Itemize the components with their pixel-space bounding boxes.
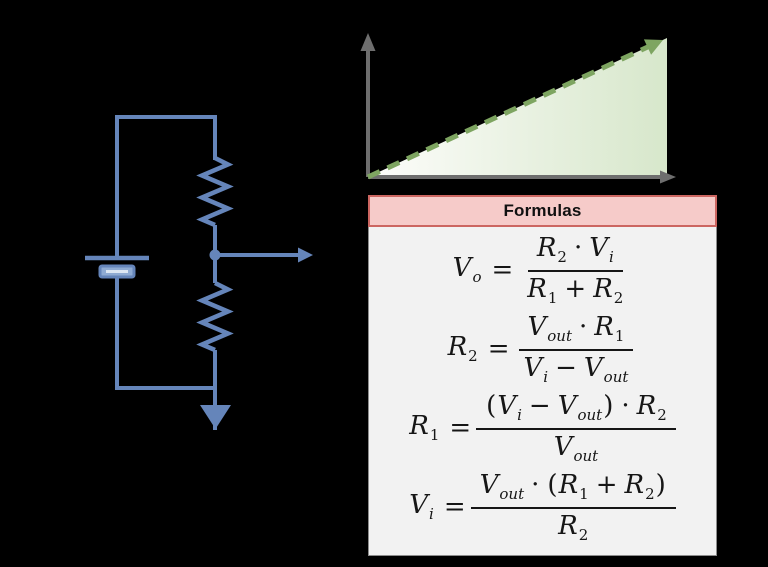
math-variable: V (497, 390, 517, 421)
math-operator: · (621, 390, 630, 421)
math-subscript: 2 (557, 247, 567, 266)
math-subscript: 1 (547, 288, 558, 307)
fraction-denominator: Vi−Vout (515, 351, 638, 386)
math-variable: V (527, 311, 547, 342)
math-variable: V (409, 490, 429, 521)
formula-lhs: Vo (452, 253, 482, 287)
math-subscript: 1 (579, 484, 589, 503)
math-subscript: out (603, 367, 629, 386)
math-operator: · (573, 232, 583, 263)
math-subscript: out (547, 326, 573, 345)
math-operator: + (595, 469, 618, 500)
math-variable: R (558, 510, 578, 541)
math-operator: − (528, 390, 551, 421)
x-axis-arrow-icon (660, 170, 676, 184)
math-subscript: i (543, 367, 549, 386)
math-variable: V (452, 253, 472, 284)
math-variable: R (447, 332, 468, 363)
math-variable: R (558, 469, 579, 500)
math-operator: · (579, 311, 588, 342)
formula-lhs: R1 (409, 411, 440, 445)
math-operator: − (555, 352, 577, 383)
fraction-denominator: R2 (549, 509, 597, 544)
math-subscript: out (577, 405, 603, 424)
math-operator: · (531, 469, 540, 500)
fraction: Vout·(R1+R2)R2 (470, 469, 676, 544)
equals-sign: = (491, 254, 514, 285)
math-subscript: 2 (613, 288, 624, 307)
math-variable: V (589, 232, 608, 263)
math-subscript: out (499, 484, 525, 503)
math-subscript: i (429, 505, 434, 524)
wire-top-loop (115, 115, 217, 258)
math-variable: R (409, 411, 429, 442)
formula-lhs: Vi (409, 490, 434, 524)
fraction-denominator: Vout (545, 430, 608, 465)
math-subscript: 2 (645, 484, 655, 503)
math-variable: R (536, 232, 557, 263)
math-subscript: out (573, 446, 599, 465)
resistor-r1-icon (196, 155, 234, 228)
fraction-numerator: Vout ·R1 (518, 311, 634, 351)
fraction-numerator: (Vi−Vout)·R2 (476, 390, 676, 430)
math-variable: V (523, 352, 543, 383)
math-subscript: i (608, 247, 614, 266)
math-variable: V (583, 352, 603, 383)
equals-sign: = (449, 412, 472, 443)
math-subscript: 2 (657, 405, 667, 424)
math-variable: R (636, 390, 657, 421)
output-arrow-icon (298, 247, 313, 263)
voltage-divider-circuit (85, 115, 313, 430)
math-subscript: o (472, 268, 482, 287)
math-operator: ( (547, 469, 558, 500)
linear-response-graph (360, 33, 676, 184)
linear-line-arrow-icon (643, 39, 663, 55)
fraction-denominator: R1+R2 (518, 272, 632, 307)
math-subscript: 1 (614, 326, 625, 345)
formulas-panel-title: Formulas (368, 195, 717, 227)
math-operator: ( (486, 390, 497, 421)
math-variable: V (553, 431, 573, 462)
ground-icon (200, 405, 231, 429)
math-variable: R (527, 273, 547, 304)
math-variable: V (557, 390, 577, 421)
math-variable: R (624, 469, 645, 500)
math-variable: R (594, 311, 614, 342)
equals-sign: = (487, 333, 510, 364)
equals-sign: = (443, 491, 466, 522)
math-operator: + (564, 273, 587, 304)
wire-bottom-loop (115, 277, 215, 390)
fraction-numerator: R2 ·Vi (527, 232, 623, 272)
math-subscript: 2 (468, 347, 478, 366)
math-variable: V (479, 469, 499, 500)
math-subscript: 1 (429, 426, 440, 445)
fraction-numerator: Vout·(R1+R2) (470, 469, 676, 509)
math-subscript: 2 (578, 525, 589, 544)
formula-row: Vi=Vout·(R1+R2)R2 (375, 469, 710, 544)
math-operator: ) (603, 390, 614, 421)
math-variable: R (593, 273, 613, 304)
resistor-r2-icon (196, 280, 234, 353)
y-axis-arrow-icon (360, 33, 376, 51)
formula-lhs: R2 (447, 332, 478, 366)
math-operator: ) (655, 469, 666, 500)
math-subscript: i (517, 405, 522, 424)
linear-dashed-line (366, 42, 654, 180)
